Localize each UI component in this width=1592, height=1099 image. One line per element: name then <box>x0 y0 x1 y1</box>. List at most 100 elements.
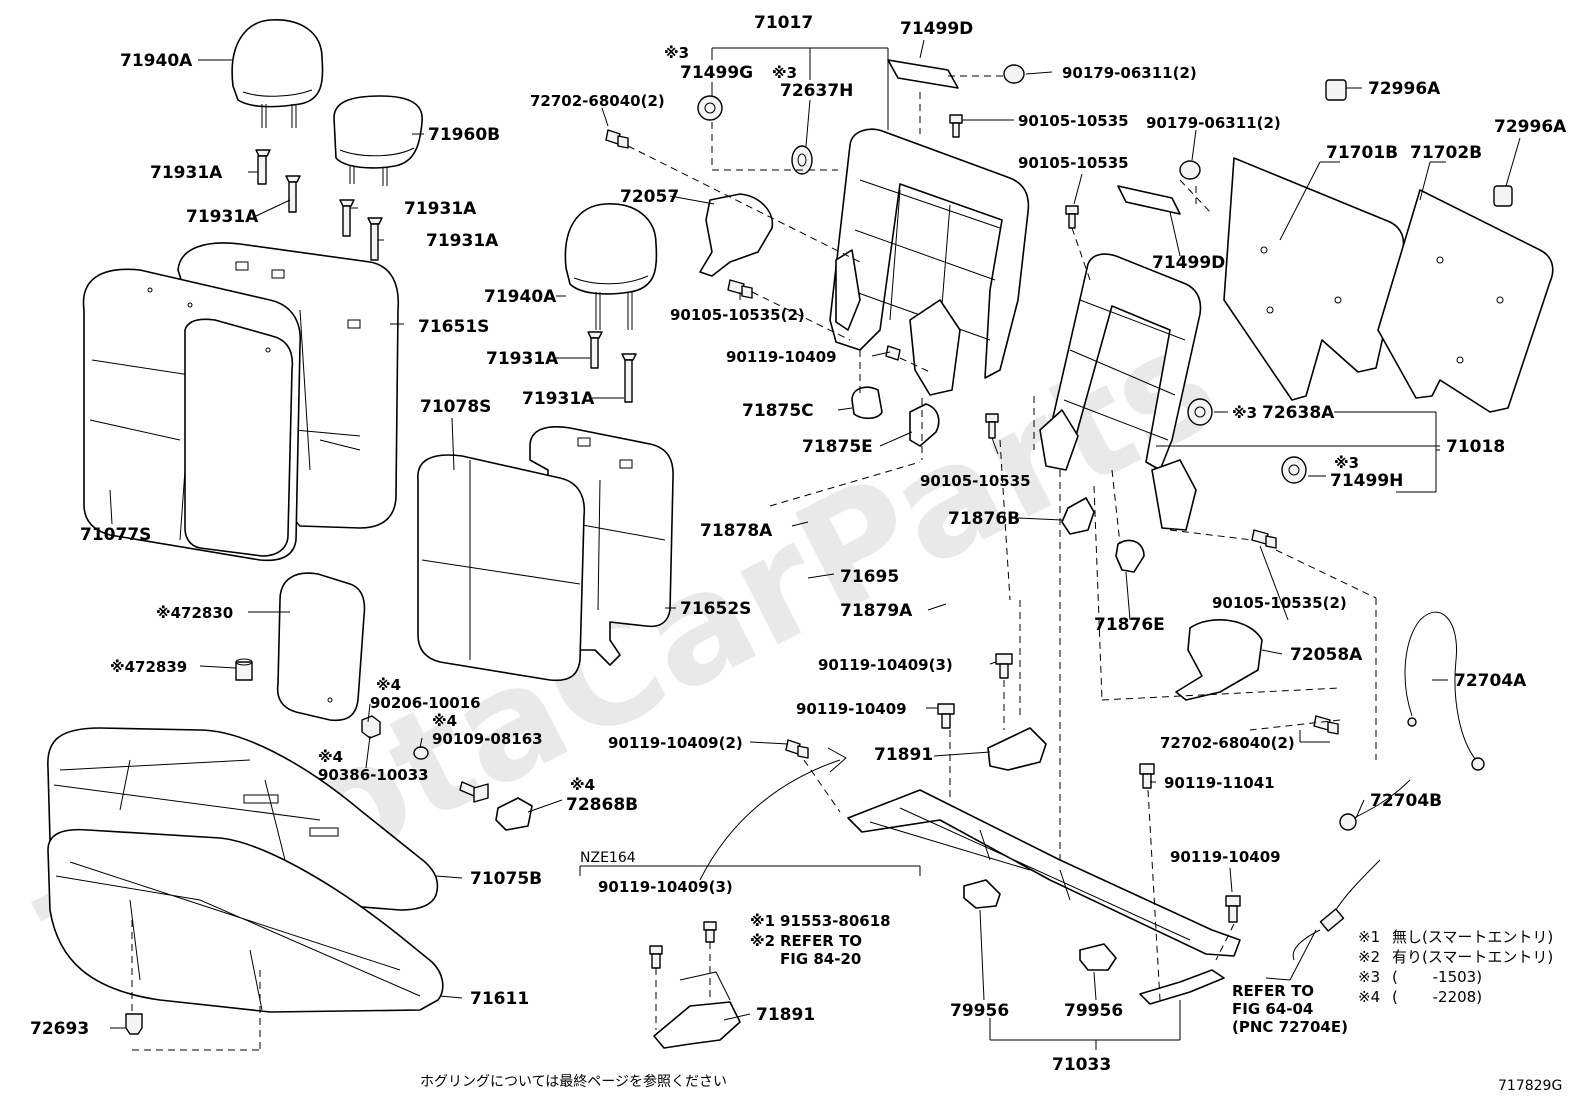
nut-90206[interactable] <box>361 715 381 739</box>
bracket-71499D-top[interactable] <box>887 59 959 89</box>
cushion-71611[interactable] <box>47 828 444 1013</box>
label-71018: 71018 <box>1446 437 1505 457</box>
bolt-90119-c[interactable] <box>1225 895 1241 923</box>
label-90119-b: 90119-10409 <box>796 700 907 718</box>
nut-90179-mid[interactable] <box>1179 160 1201 180</box>
bolt-90119-11041[interactable] <box>1139 763 1155 789</box>
cap-72638A[interactable] <box>1187 398 1213 426</box>
label-71931A-1: 71931A <box>150 163 223 183</box>
nut-90179-top[interactable] <box>1003 64 1025 84</box>
seatback-frame-71017[interactable] <box>829 128 1030 396</box>
cap-72637H[interactable] <box>791 145 813 175</box>
assembly-lines <box>627 75 1377 1001</box>
label-71875E: 71875E <box>802 437 873 457</box>
label-note3-d: ※3 <box>1334 454 1359 472</box>
refer-84-20-line2: FIG 84-20 <box>780 950 861 968</box>
cover-71876E[interactable] <box>1115 539 1145 573</box>
cable-72704A[interactable] <box>1404 611 1485 771</box>
bolt-90119-a[interactable] <box>885 345 901 361</box>
bolt-90105-2b[interactable] <box>1251 529 1277 549</box>
armrest-72830[interactable] <box>276 572 366 722</box>
label-note1: ※1 <box>750 912 775 930</box>
bolt-90105-2a[interactable] <box>727 279 753 299</box>
bracket-71499D-mid[interactable] <box>1117 185 1181 215</box>
headrest-guide-1[interactable] <box>255 149 271 185</box>
label-72704A: 72704A <box>1454 671 1527 691</box>
cover-71875C[interactable] <box>851 386 883 420</box>
label-note3-a: ※3 <box>664 44 689 62</box>
label-71651S: 71651S <box>418 317 489 337</box>
cover-72058A[interactable] <box>1175 619 1263 701</box>
label-note3-b: ※3 <box>772 64 797 82</box>
bolt-90105-c[interactable] <box>1065 205 1079 229</box>
bushing-72839[interactable] <box>235 658 253 681</box>
label-71702B: 71702B <box>1410 143 1482 163</box>
label-71931A-2: 71931A <box>186 207 259 227</box>
cap-71499G[interactable] <box>697 95 723 121</box>
label-note4-a: ※4 <box>376 676 401 694</box>
board-71701B[interactable] <box>1223 157 1405 401</box>
headrest-guide-6[interactable] <box>621 353 637 403</box>
label-71695: 71695 <box>840 567 899 587</box>
label-90105-c: 90105-10535 <box>920 472 1031 490</box>
label-90206: 90206-10016 <box>370 694 481 712</box>
label-71891-b: 71891 <box>756 1005 815 1025</box>
cover-72057[interactable] <box>699 193 774 277</box>
floor-bracket-71891[interactable] <box>987 727 1047 771</box>
label-note4-c: ※4 <box>318 748 343 766</box>
bolt-90119-b[interactable] <box>937 703 955 729</box>
label-72868B: 72868B <box>566 795 638 815</box>
label-note4-d: ※4 <box>570 776 595 794</box>
bolt-72702-bot[interactable] <box>1313 715 1339 735</box>
label-inset-nze164: NZE164 <box>580 850 636 866</box>
label-71960B: 71960B <box>428 125 500 145</box>
bolt-90119-2[interactable] <box>785 739 809 759</box>
legend-mark-2: ※2 <box>1358 948 1380 966</box>
headrest-guide-4[interactable] <box>367 217 383 261</box>
seatback-71077S[interactable] <box>82 268 302 562</box>
label-71875C: 71875C <box>742 401 814 421</box>
headrest-71960B[interactable] <box>333 95 423 186</box>
clip-79956-b[interactable] <box>1079 943 1117 971</box>
headrest-71940A-mid[interactable] <box>564 203 658 330</box>
floor-frame-71033[interactable] <box>847 789 1241 1005</box>
clip-72693[interactable] <box>125 1013 143 1035</box>
clip-79956-a[interactable] <box>963 879 1001 909</box>
bolt-72702-top[interactable] <box>605 129 629 149</box>
cover-72868B[interactable] <box>495 797 533 831</box>
label-79956-a: 79956 <box>950 1001 1009 1021</box>
cover-71876B[interactable] <box>1061 497 1095 535</box>
label-71878A: 71878A <box>700 521 773 541</box>
cap-71499H[interactable] <box>1281 456 1307 484</box>
label-71940A-top: 71940A <box>120 51 193 71</box>
headrest-guide-3[interactable] <box>339 199 355 237</box>
label-71876B: 71876B <box>948 509 1020 529</box>
headrest-71940A-top[interactable] <box>231 19 324 128</box>
label-71499G: 71499G <box>680 63 753 83</box>
label-90119-c: 90119-10409 <box>1170 848 1281 866</box>
washer-90386[interactable] <box>413 746 429 760</box>
seatback-frame-71018[interactable] <box>1039 253 1202 531</box>
label-72637H: 72637H <box>780 81 853 101</box>
label-71017: 71017 <box>754 13 813 33</box>
seatback-71078S[interactable] <box>417 454 586 682</box>
legend-text-1: 無し(スマートエントリ) <box>1392 928 1553 946</box>
legend-text-4: ( -2208) <box>1392 988 1482 1006</box>
board-71702B[interactable] <box>1377 189 1554 413</box>
bolt-90109[interactable] <box>459 781 489 803</box>
headrest-guide-5[interactable] <box>587 331 603 369</box>
label-note4-b: ※4 <box>432 712 457 730</box>
clip-72996A-2[interactable] <box>1493 185 1513 207</box>
cable-72704B[interactable] <box>1292 779 1411 961</box>
label-71075B: 71075B <box>470 869 542 889</box>
label-71499D-mid: 71499D <box>1152 253 1225 273</box>
bolt-90105-a[interactable] <box>949 114 963 138</box>
bolt-90119-3a[interactable] <box>995 653 1013 679</box>
label-90119-2: 90119-10409(2) <box>608 734 743 752</box>
legend-text-2: 有り(スマートエントリ) <box>1392 948 1553 966</box>
headrest-guide-2[interactable] <box>285 175 301 213</box>
clip-72996A-1[interactable] <box>1325 79 1347 101</box>
cover-71875E[interactable] <box>909 403 940 447</box>
footer-note: ホグリングについては最終ページを参照ください <box>420 1073 727 1090</box>
